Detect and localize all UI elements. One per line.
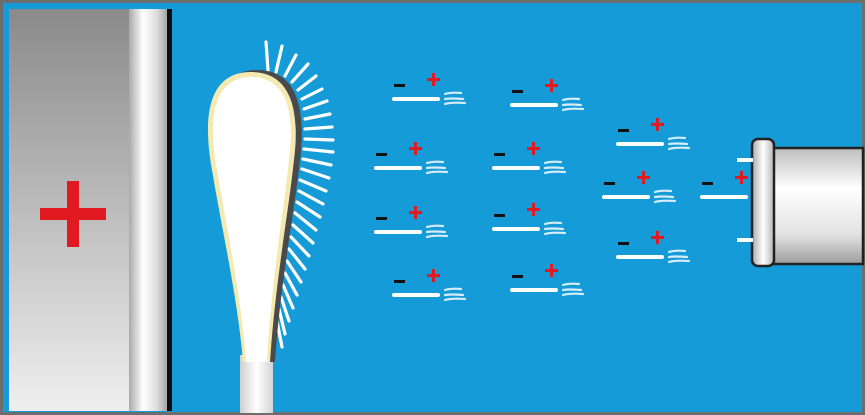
negative-sign [394,280,405,283]
motion-trail [427,232,445,233]
motion-trail [445,99,463,100]
motion-trail [655,197,673,198]
negative-sign [702,182,713,185]
negative-sign [394,84,405,87]
positive-sign-vertical [414,206,417,219]
nozzle-barrel [770,148,863,264]
particle-body [510,288,558,292]
motion-trail [669,257,687,258]
rod-edge [167,9,172,411]
particle-body [616,255,664,259]
plate-rod [129,9,169,411]
negative-sign [376,217,387,220]
particle-body [374,230,422,234]
positive-sign-vertical [414,142,417,155]
nozzle-emitter-bottom [737,238,753,242]
positive-sign-vertical [432,269,435,282]
motion-trail [563,105,581,106]
particle-body [510,103,558,107]
particle-body [392,97,440,101]
negative-sign [512,90,523,93]
negative-sign [618,242,629,245]
nozzle-ring [752,139,774,266]
particle-body [700,195,748,199]
particle-body [602,195,650,199]
negative-sign [604,182,615,185]
negative-sign [494,214,505,217]
motion-trail [545,168,563,169]
motion-trail [669,144,687,145]
positive-sign-vertical [642,171,645,184]
positive-sign-vertical [656,231,659,244]
positive-sign-vertical [550,264,553,277]
motion-trail [563,290,581,291]
fiber-strand [266,42,268,70]
positive-sign-vertical [656,118,659,131]
swab-stick [240,355,273,413]
positive-sign-vertical [432,73,435,86]
positive-sign-vertical [532,142,535,155]
negative-sign [512,275,523,278]
particle-body [492,166,540,170]
nozzle-emitter-top [737,158,753,162]
negative-sign [376,153,387,156]
particle-body [392,293,440,297]
particle-body [616,142,664,146]
fiber-strand [305,127,332,129]
negative-sign [494,153,505,156]
particle-body [374,166,422,170]
negative-sign [618,129,629,132]
positive-sign-vertical [532,203,535,216]
motion-trail [427,168,445,169]
positive-sign-vertical [740,171,743,184]
motion-trail [445,295,463,296]
particle-body [492,227,540,231]
positive-sign-vertical [550,79,553,92]
motion-trail [545,229,563,230]
nozzle [737,139,863,266]
fiber-strand [305,139,333,140]
